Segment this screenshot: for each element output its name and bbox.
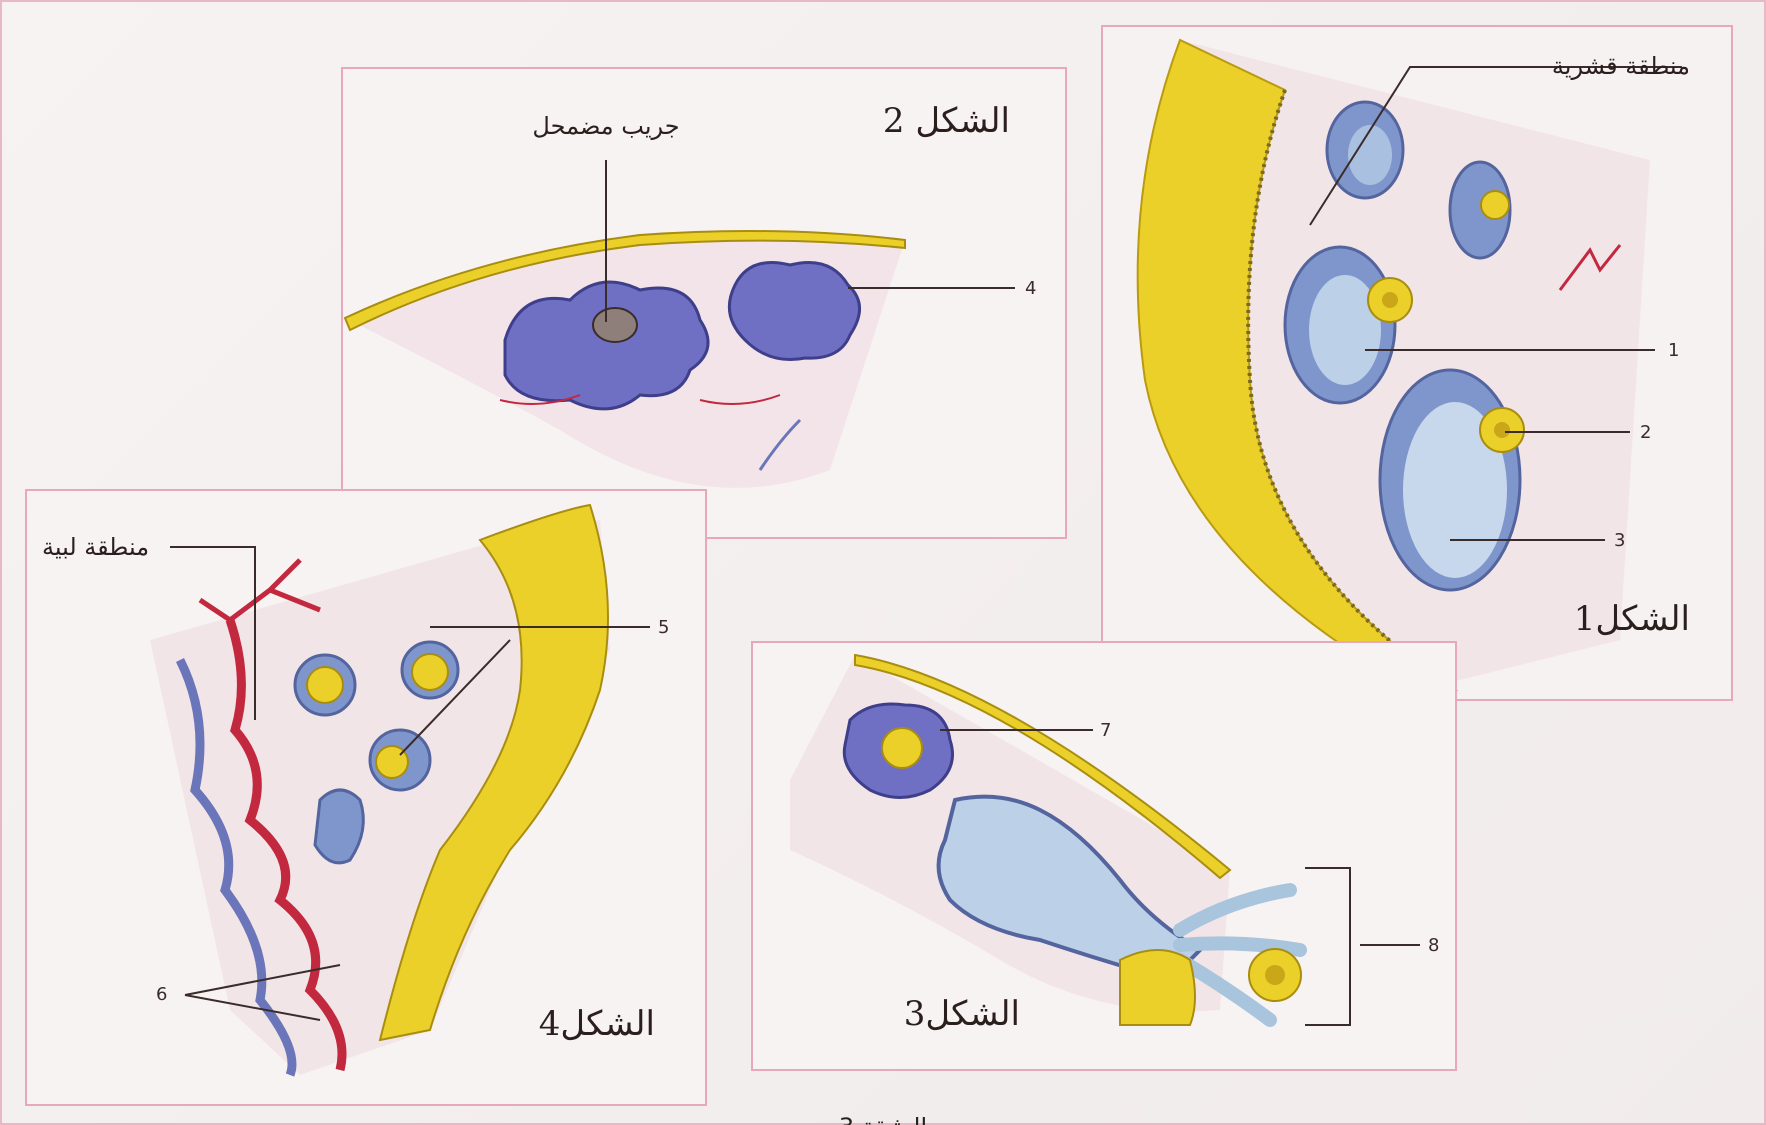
medullary-zone-label: منطقة لبية — [42, 533, 149, 561]
figure-2-title: الشكل 2 — [883, 101, 1010, 141]
cortical-zone-label: منطقة قشرية — [1552, 52, 1690, 80]
label-6: 6 — [156, 984, 167, 1005]
atretic-follicle — [315, 790, 363, 863]
figure-3: 7 8 الشكل3 — [752, 642, 1456, 1070]
figure-1: منطقة قشرية 1 2 3 الشكل1 — [1102, 26, 1732, 700]
label-5: 5 — [658, 617, 669, 638]
document-caption: الوثيقة 3 — [839, 1113, 927, 1125]
figure-2: جريب مضمحل 4 الشكل 2 — [342, 68, 1066, 538]
figure-4: منطقة لبية 5 6 الشكل4 — [26, 490, 706, 1105]
label-2: 2 — [1640, 422, 1651, 443]
label-3: 3 — [1614, 530, 1625, 551]
figure-4-title: الشكل4 — [539, 1004, 655, 1044]
figure-3-title: الشكل3 — [904, 994, 1020, 1034]
atretic-follicle-label: جريب مضمحل — [532, 112, 679, 140]
figure-1-title: الشكل1 — [1574, 599, 1690, 639]
label-4: 4 — [1025, 278, 1036, 299]
yellow-tissue — [1120, 950, 1195, 1025]
label-8: 8 — [1428, 935, 1439, 956]
atretic-follicle-4 — [729, 263, 859, 360]
label-1: 1 — [1668, 340, 1679, 361]
label-7: 7 — [1100, 720, 1111, 741]
